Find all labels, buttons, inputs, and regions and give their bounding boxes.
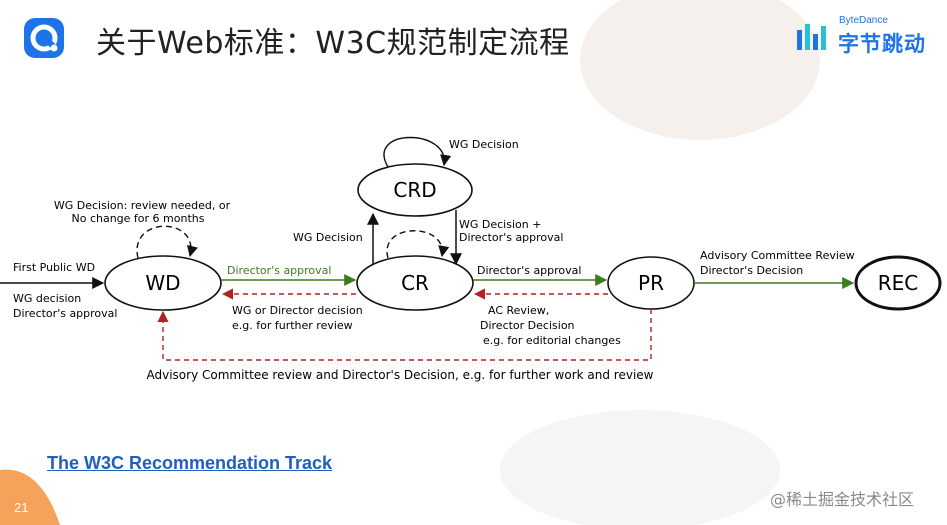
label-wd-to-cr: Director's approval [227,264,331,277]
label-pr-to-cr-3: e.g. for editorial changes [483,334,621,347]
label-pr-to-wd: Advisory Committee review and Director's… [147,368,654,382]
label-pr-to-rec-2: Director's Decision [700,264,803,277]
w3c-recommendation-track-link[interactable]: The W3C Recommendation Track [47,453,333,473]
label-directors-approval-entry: Director's approval [13,307,117,320]
label-pr-to-cr-2: Director Decision [480,319,575,332]
edge-crd-loop [383,136,452,168]
label-crd-to-cr-1: WG Decision + [459,218,541,231]
page-number: 21 [14,500,29,515]
brand-name-en: ByteDance [839,15,888,26]
label-pr-to-cr-1: AC Review, [488,304,549,317]
node-crd-label: CRD [393,178,436,202]
node-cr-label: CR [401,271,429,295]
slide-title: 关于Web标准：W3C规范制定流程 [96,26,570,61]
label-wg-decision-entry: WG decision [13,292,81,305]
label-first-public: First Public WD [13,261,95,274]
node-wd-label: WD [145,271,180,295]
label-cr-to-wd-1: WG or Director decision [232,304,363,317]
credit-watermark: @稀土掘金技术社区 [770,490,915,509]
brand-name-cn: 字节跳动 [838,32,926,56]
label-crd-to-cr-2: Director's approval [459,231,563,244]
bytedance-logo-icon [797,24,826,50]
node-rec [854,255,942,311]
node-cr [356,255,474,311]
app-logo-icon [24,18,64,58]
edge-wd-loop [136,225,198,259]
label-wd-loop-1: WG Decision: review needed, or [54,199,231,212]
node-crd [357,163,473,217]
w3c-process-diagram: WD CR CRD PR REC First Public WD WG deci… [0,136,942,382]
node-wd [104,255,222,311]
node-pr-label: PR [638,271,664,295]
label-cr-to-wd-2: e.g. for further review [232,319,353,332]
label-cr-to-crd: WG Decision [293,231,363,244]
edge-cr-loop [386,230,450,259]
label-cr-to-pr: Director's approval [477,264,581,277]
label-crd-loop: WG Decision [449,138,519,151]
label-pr-to-rec-1: Advisory Committee Review [700,249,855,262]
node-rec-label: REC [878,271,919,295]
label-wd-loop-2: No change for 6 months [72,212,205,225]
edge-pr-to-wd [157,309,652,361]
